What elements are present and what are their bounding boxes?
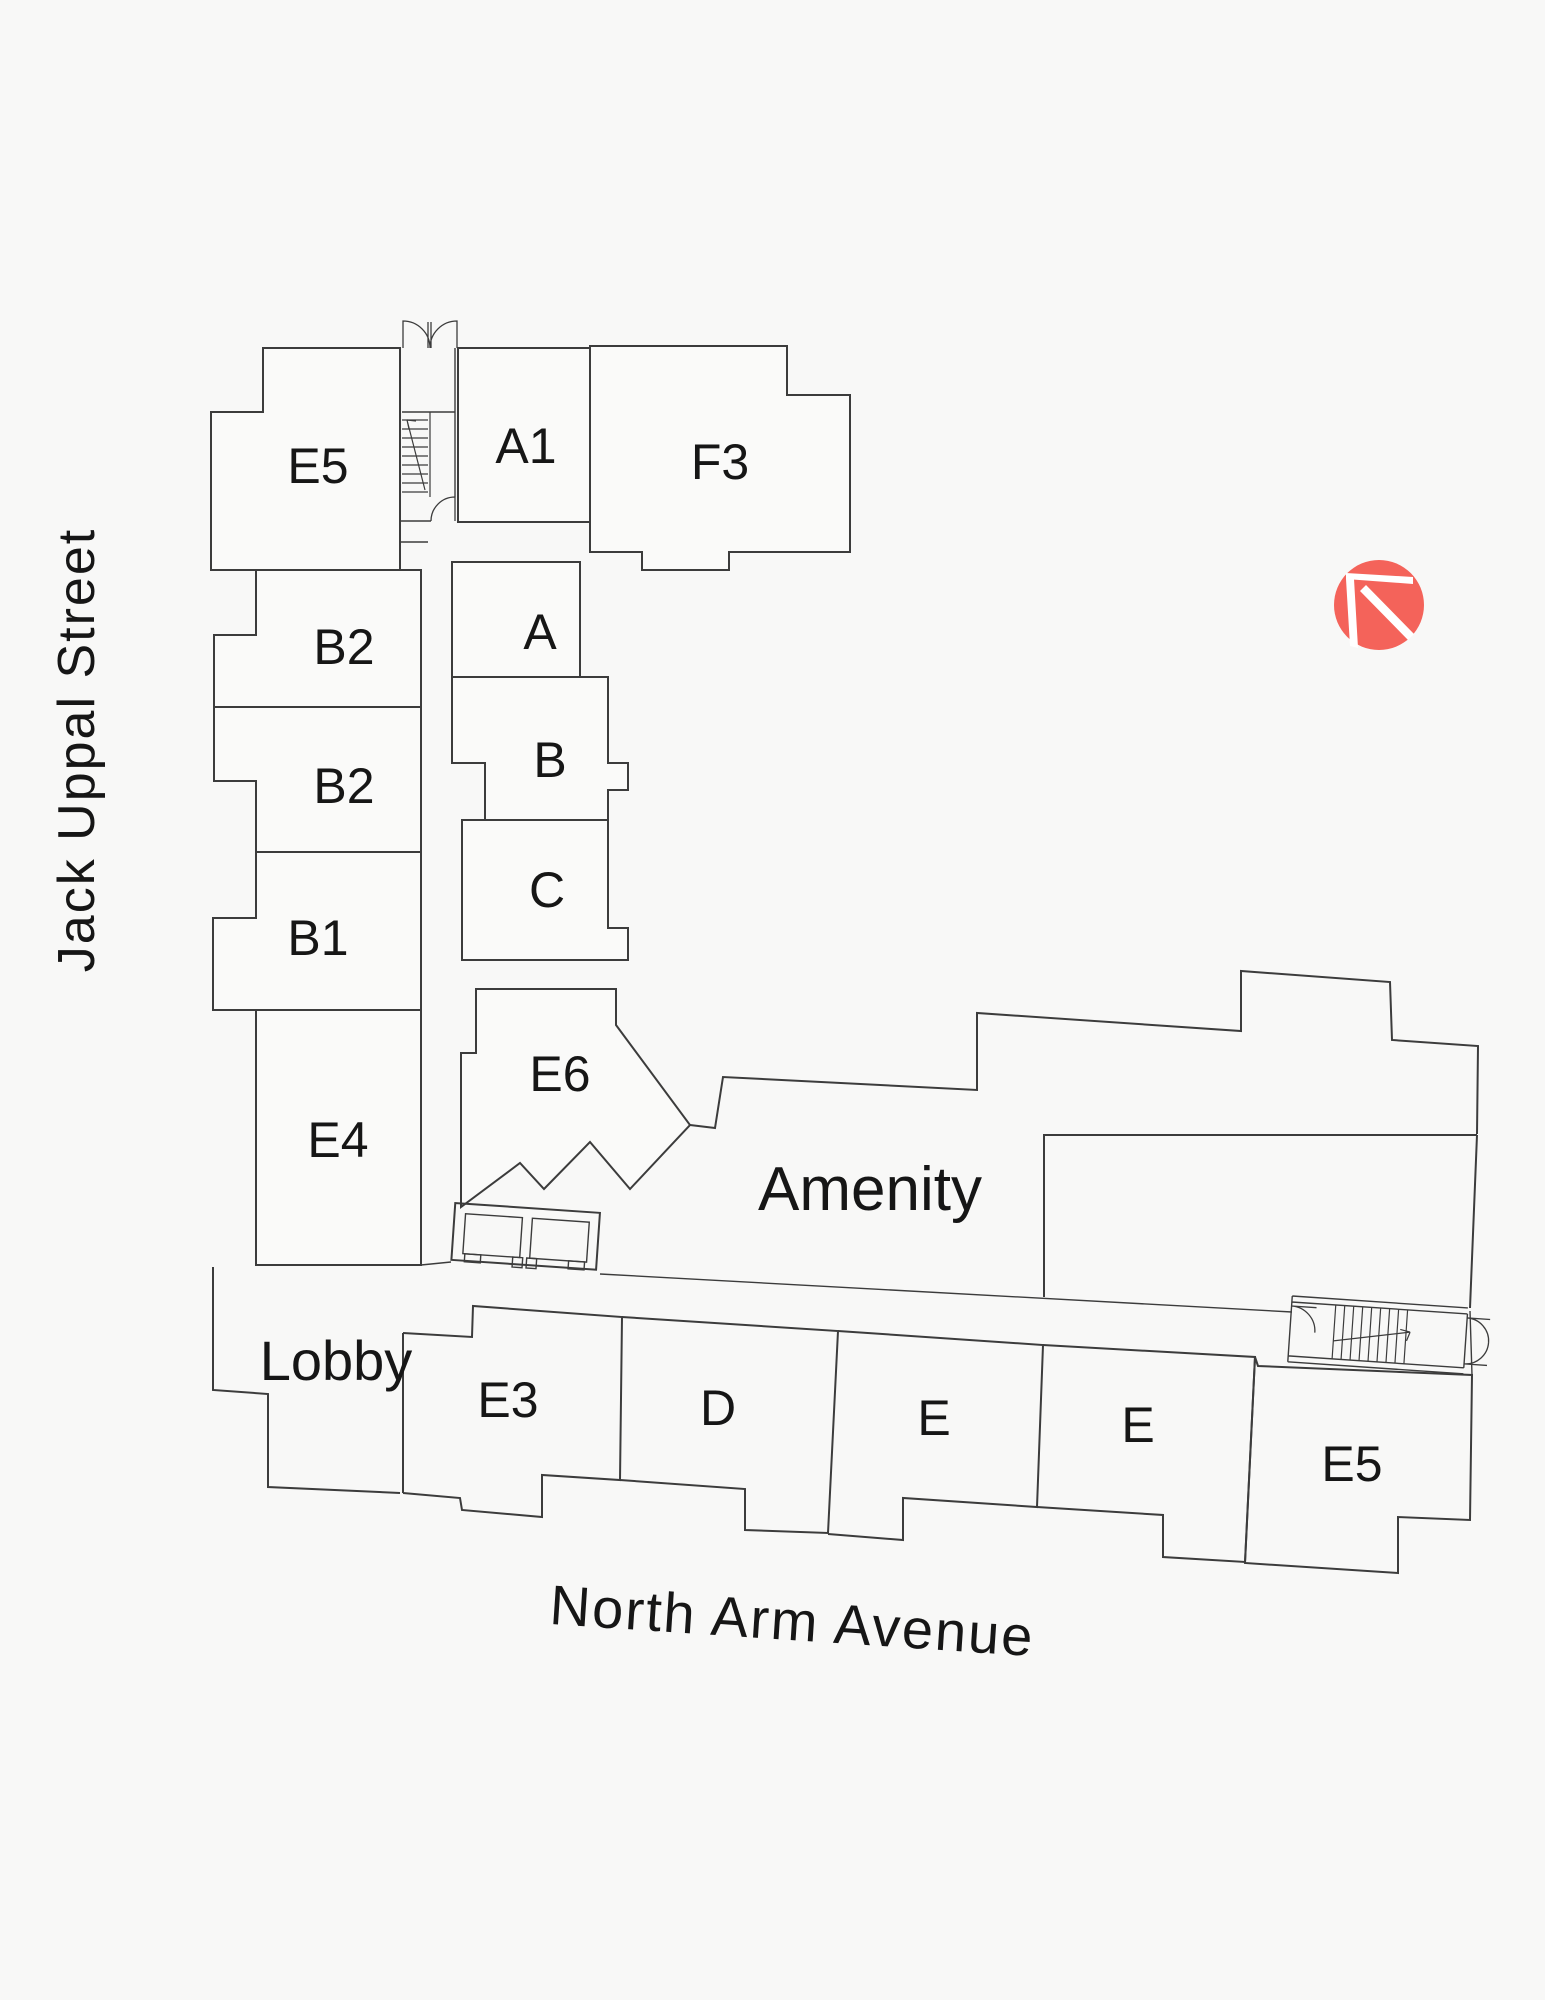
unit-b2-lower-label: B2 — [313, 758, 374, 814]
unit-e3-outline — [402, 1304, 624, 1519]
stair-top-treads-icon — [402, 412, 431, 497]
lobby-label: Lobby — [260, 1329, 413, 1392]
left-wing — [210, 345, 851, 1266]
logo-glyph — [1346, 573, 1414, 648]
stair-right-walls — [1287, 1295, 1469, 1375]
unit-b2-upper-label: B2 — [313, 619, 374, 675]
unit-e5-top-left-label: E5 — [287, 438, 348, 494]
unit-a-label: A — [523, 604, 557, 660]
elevator-car-right — [528, 1217, 591, 1263]
elevator-block — [450, 1201, 602, 1271]
unit-e-right-outline — [1036, 1344, 1257, 1564]
lobby-outline — [212, 1267, 404, 1494]
bottom-wing — [212, 1267, 1474, 1575]
elevator-car-left — [462, 1212, 524, 1259]
unit-f3-label: F3 — [691, 434, 749, 490]
right-wing-edge — [1469, 1310, 1473, 1376]
unit-e5-bottom-label: E5 — [1321, 1436, 1382, 1492]
unit-e-center-label: E — [917, 1390, 950, 1446]
street-bottom-label: North Arm Avenue — [548, 1573, 1037, 1668]
stair-top-walls — [399, 348, 456, 570]
stair-right-door-top-icon — [1467, 1317, 1491, 1343]
unit-e-center-outline — [827, 1330, 1045, 1542]
unit-b-shape — [451, 676, 629, 821]
unit-c-label: C — [529, 862, 565, 918]
unit-b1-label: B1 — [287, 910, 348, 966]
unit-c-shape — [461, 819, 629, 961]
unit-labels: E5 A1 F3 B2 B2 B1 E4 A B C E6 Amenity Lo… — [260, 418, 1383, 1492]
walkway-top-edge — [420, 1261, 1293, 1313]
unit-d-outline — [619, 1316, 840, 1535]
entry-double-door-icon — [402, 320, 458, 349]
unit-e3-label: E3 — [477, 1372, 538, 1428]
stairwell-right — [1287, 1295, 1491, 1375]
unit-a-shape — [451, 561, 581, 678]
stairwell-top — [399, 320, 458, 570]
amenity-right-room-outline — [1043, 1134, 1478, 1309]
unit-b-label: B — [533, 732, 566, 788]
amenity-wing — [420, 969, 1480, 1313]
elevator-enclosure — [450, 1201, 602, 1271]
stair-right-treads-icon — [1331, 1304, 1411, 1364]
amenity-label: Amenity — [758, 1155, 982, 1224]
unit-e4-label: E4 — [307, 1112, 368, 1168]
elevator-door-marks-icon — [463, 1253, 586, 1271]
street-left-label: Jack Uppal Street — [48, 528, 106, 972]
amenity-outline — [689, 969, 1480, 1135]
unit-e-right-label: E — [1121, 1397, 1154, 1453]
unit-d-label: D — [700, 1380, 736, 1436]
unit-e5-bottom-outline — [1243, 1356, 1474, 1575]
unit-e6-shape — [460, 988, 692, 1209]
stair-top-door-icon — [430, 496, 456, 522]
stair-right-door-bottom-icon — [1464, 1342, 1490, 1367]
unit-e6-label: E6 — [529, 1046, 590, 1102]
logo-icon — [1334, 560, 1424, 650]
unit-a1-label: A1 — [495, 418, 556, 474]
stair-right-door-left-icon — [1291, 1305, 1317, 1333]
unit-f3-shape — [589, 345, 851, 571]
